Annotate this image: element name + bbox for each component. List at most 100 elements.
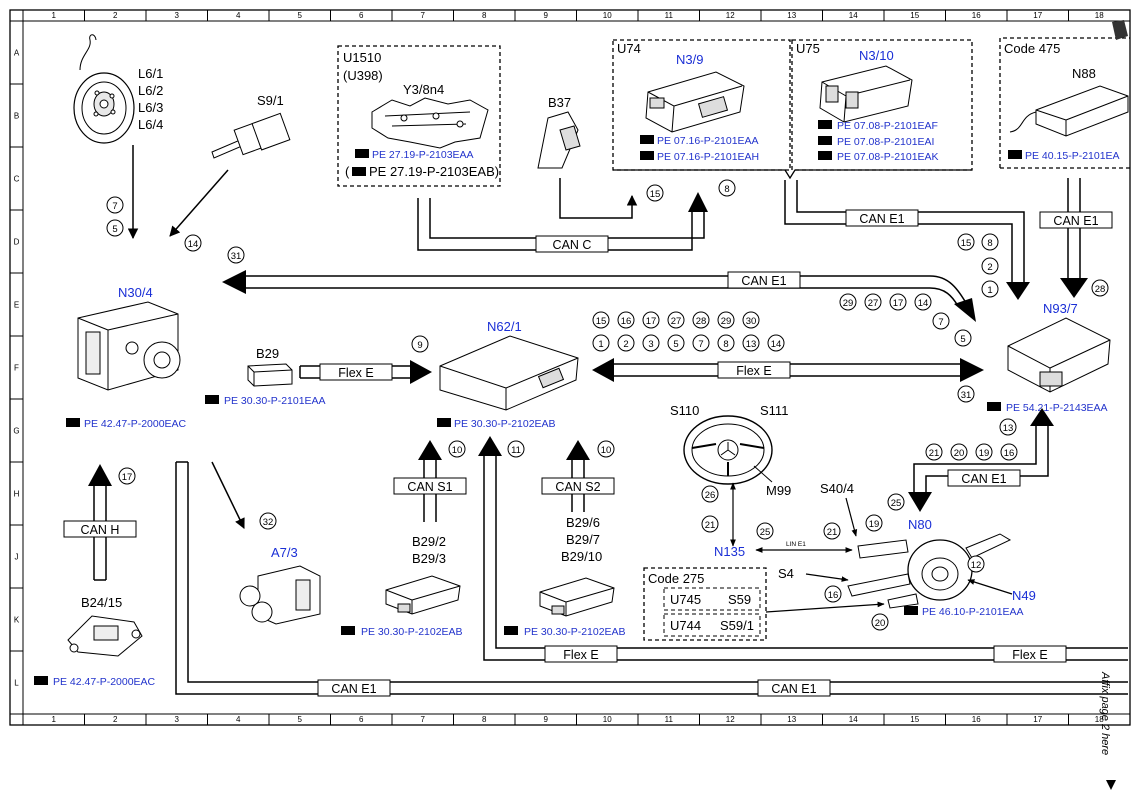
s40-4-arrow [845,497,858,537]
num-circle [667,334,685,352]
row-letter: J [15,553,19,562]
num-label: 20 [875,618,886,629]
svg-text:PE 07.08-P-2101EAI: PE 07.08-P-2101EAI [837,136,934,148]
can-h-label-box [63,520,137,538]
num-label: 31 [961,390,972,401]
column-number: 15 [910,11,919,20]
sensor-b24-15-icon [67,615,143,657]
num-circle [118,467,136,485]
num-circle [981,257,999,275]
can-e1-top-label-box [727,271,801,289]
num-label: 20 [954,448,965,459]
svg-text:PE 07.08-P-2101EAF: PE 07.08-P-2101EAF [837,120,938,132]
a7-3-label: A7/3 [271,545,298,560]
can-e1-n88-arrowhead [1060,278,1088,298]
flex-e-left-label-box [319,363,393,381]
column-number: 12 [726,11,735,20]
can-e1-n80-label-box [947,469,1021,487]
s59-label: S59 [728,592,751,607]
b29-10-label: B29/10 [561,549,602,564]
u74-u75-bracket [613,169,972,180]
num-circle [967,555,985,573]
num-label: 5 [673,339,678,350]
flex-e-bottom1-label-box [544,645,618,663]
affix-note: Affix page 2 here [1099,671,1111,755]
s59-1-label: S59/1 [720,618,754,633]
num-label: 28 [1095,284,1106,295]
can-e1-top-arrowhead-left [222,270,246,294]
row-letter: H [14,490,20,499]
u744-box [663,613,761,637]
b29-7-label: B29/7 [566,532,600,547]
num-label: 17 [646,316,657,327]
code475-box [999,37,1130,168]
flex-e-right-label-box [717,361,791,379]
num-label: 1 [598,339,603,350]
can-e1-n80-arrowhead-up [1030,408,1054,426]
num-circle [999,418,1017,436]
svg-text:PE 30.30-P-2102EAB: PE 30.30-P-2102EAB [361,626,463,638]
num-label: 7 [112,201,117,212]
can-e1-u75-arrowhead [1006,282,1030,300]
num-circle [981,280,999,298]
u1510-label: U1510 [343,50,381,65]
l6-4-label: L6/4 [138,117,163,132]
code275-arrow [765,601,885,613]
num-circle [839,293,857,311]
can-e1-bottom2-label-box [757,679,831,697]
num-circle [742,311,760,329]
column-number: 18 [1095,11,1104,20]
num-label: 14 [188,239,199,250]
u75-label: U75 [796,41,820,56]
num-label: 9 [417,340,422,351]
n62-1-label: N62/1 [487,319,522,334]
num-label: 25 [891,498,902,509]
valve-unit-icon [239,565,321,625]
flex-e-left-arrowhead [410,360,432,384]
ecu-n62-1-icon [439,335,579,411]
num-circle [717,334,735,352]
num-circle [925,443,943,461]
flex-e-left-label: Flex E [338,366,373,380]
num-circle [642,311,660,329]
column-number: 13 [787,715,796,724]
gateway-n93-7-icon [1007,317,1111,393]
num-label: 3 [648,339,653,350]
row-letter: L [14,679,19,688]
flex-e-right-label: Flex E [736,364,771,378]
frame [9,9,1131,726]
ref-n62-1: PE 30.30-P-2102EAB [437,418,556,430]
column-number: 2 [113,715,118,724]
ref-b29-6: PE 30.30-P-2102EAB [504,626,626,638]
n88-label: N88 [1072,66,1096,81]
ref-n3-9a: PE 07.16-P-2101EAA [640,135,759,147]
valve-body-icon [371,97,489,149]
num-circle [642,334,660,352]
ref-y3: PE 27.19-P-2103EAA [355,149,474,161]
num-circle [667,311,685,329]
flex-e-right-arrowhead-right [960,358,984,382]
column-number: 4 [236,715,241,724]
can-e1-top-label: CAN E1 [741,274,786,288]
num-label: 29 [843,298,854,309]
can-e1-bottom2-label: CAN E1 [771,682,816,696]
num-circle [701,485,719,503]
column-number: 5 [298,715,303,724]
column-number: 17 [1033,11,1042,20]
svg-text:PE 30.30-P-2102EAB: PE 30.30-P-2102EAB [524,626,626,638]
ref-n3-10c: PE 07.08-P-2101EAK [818,151,939,163]
u745-box [663,587,761,611]
ref-n80: PE 46.10-P-2101EAA [904,606,1024,618]
svg-text:PE 40.15-P-2101EA: PE 40.15-P-2101EA [1025,150,1120,162]
num-label: 1 [987,285,992,296]
row-letter: D [14,238,20,247]
can-c-arrowhead [688,192,708,212]
can-s2-label-box [541,477,615,495]
num-circle [932,312,950,330]
num-label: 8 [987,238,992,249]
